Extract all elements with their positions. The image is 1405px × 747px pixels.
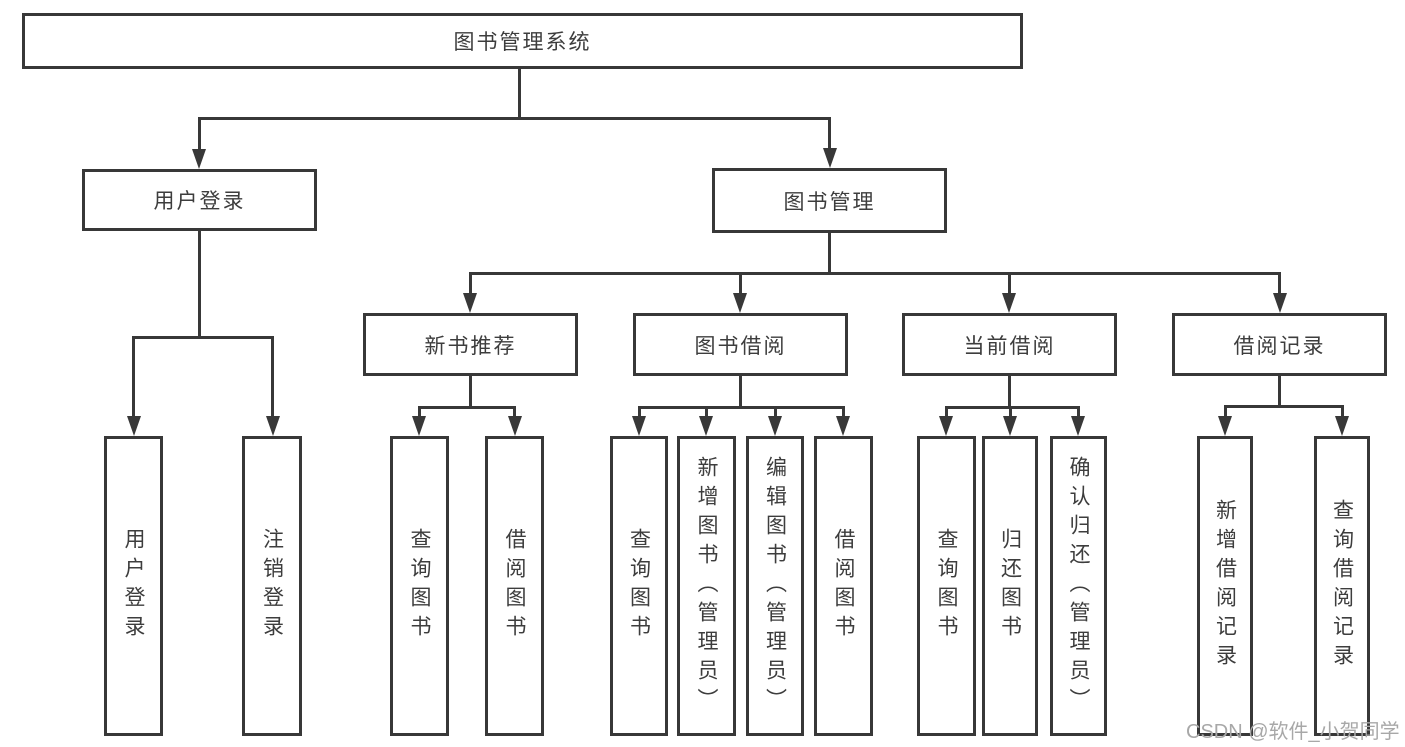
connector-line	[739, 272, 742, 293]
connector-arrowhead-down	[463, 293, 477, 313]
leaf-query-books-current: 查询图书	[917, 436, 976, 736]
connector-line	[1278, 376, 1281, 405]
node-book-borrowing: 图书借阅	[633, 313, 848, 376]
connector-line	[469, 376, 472, 406]
connector-line	[638, 406, 845, 409]
connector-line	[271, 336, 274, 416]
connector-line	[842, 406, 845, 416]
connector-line	[945, 406, 1080, 409]
connector-arrowhead-down	[1335, 416, 1349, 436]
connector-line	[1077, 406, 1080, 416]
connector-arrowhead-down	[1218, 416, 1232, 436]
connector-arrowhead-down	[1071, 416, 1085, 436]
connector-arrowhead-down	[823, 148, 837, 168]
node-book-management: 图书管理	[712, 168, 947, 233]
connector-arrowhead-down	[699, 416, 713, 436]
connector-line	[945, 406, 948, 416]
connector-line	[1009, 406, 1012, 416]
connector-arrowhead-down	[836, 416, 850, 436]
leaf-query-borrow-record: 查询借阅记录	[1314, 436, 1370, 736]
leaf-query-books-recommend: 查询图书	[390, 436, 449, 736]
connector-line	[518, 69, 521, 117]
connector-line	[828, 233, 831, 272]
leaf-add-books-admin: 新增图书（管理员）	[677, 436, 736, 736]
connector-arrowhead-down	[192, 149, 206, 169]
leaf-return-books: 归还图书	[982, 436, 1038, 736]
connector-line	[774, 406, 777, 416]
connector-arrowhead-down	[508, 416, 522, 436]
connector-arrowhead-down	[1002, 293, 1016, 313]
csdn-watermark: CSDN @软件_小贺同学	[1186, 721, 1400, 743]
connector-line	[132, 336, 274, 339]
leaf-borrow-books-recommend: 借阅图书	[485, 436, 544, 736]
node-borrow-records: 借阅记录	[1172, 313, 1387, 376]
connector-line	[513, 406, 516, 416]
connector-line	[469, 272, 1281, 275]
connector-line	[828, 117, 831, 148]
connector-line	[1008, 272, 1011, 293]
leaf-logout: 注销登录	[242, 436, 302, 736]
leaf-query-books-borrowing: 查询图书	[610, 436, 668, 736]
connector-line	[418, 406, 516, 409]
connector-arrowhead-down	[412, 416, 426, 436]
connector-arrowhead-down	[768, 416, 782, 436]
leaf-confirm-return-admin: 确认归还（管理员）	[1050, 436, 1107, 736]
connector-arrowhead-down	[127, 416, 141, 436]
connector-line	[132, 336, 135, 416]
connector-line	[198, 117, 831, 120]
connector-arrowhead-down	[632, 416, 646, 436]
connector-line	[739, 376, 742, 406]
connector-line	[469, 272, 472, 293]
connector-arrowhead-down	[266, 416, 280, 436]
connector-line	[1278, 272, 1281, 293]
connector-line	[198, 231, 201, 336]
connector-arrowhead-down	[733, 293, 747, 313]
connector-line	[418, 406, 421, 416]
connector-line	[638, 406, 641, 416]
leaf-add-borrow-record: 新增借阅记录	[1197, 436, 1253, 736]
connector-arrowhead-down	[1003, 416, 1017, 436]
node-new-book-recommend: 新书推荐	[363, 313, 578, 376]
connector-arrowhead-down	[1273, 293, 1287, 313]
connector-line	[1008, 376, 1011, 406]
leaf-edit-books-admin: 编辑图书（管理员）	[746, 436, 804, 736]
leaf-user-login: 用户登录	[104, 436, 163, 736]
node-user-login-group: 用户登录	[82, 169, 317, 231]
leaf-borrow-books-borrowing: 借阅图书	[814, 436, 873, 736]
connector-line	[198, 117, 201, 150]
connector-line	[1224, 405, 1227, 416]
node-current-borrowing: 当前借阅	[902, 313, 1117, 376]
connector-arrowhead-down	[939, 416, 953, 436]
connector-line	[1341, 405, 1344, 416]
connector-line	[1224, 405, 1344, 408]
connector-line	[705, 406, 708, 416]
node-library-management-system: 图书管理系统	[22, 13, 1023, 69]
